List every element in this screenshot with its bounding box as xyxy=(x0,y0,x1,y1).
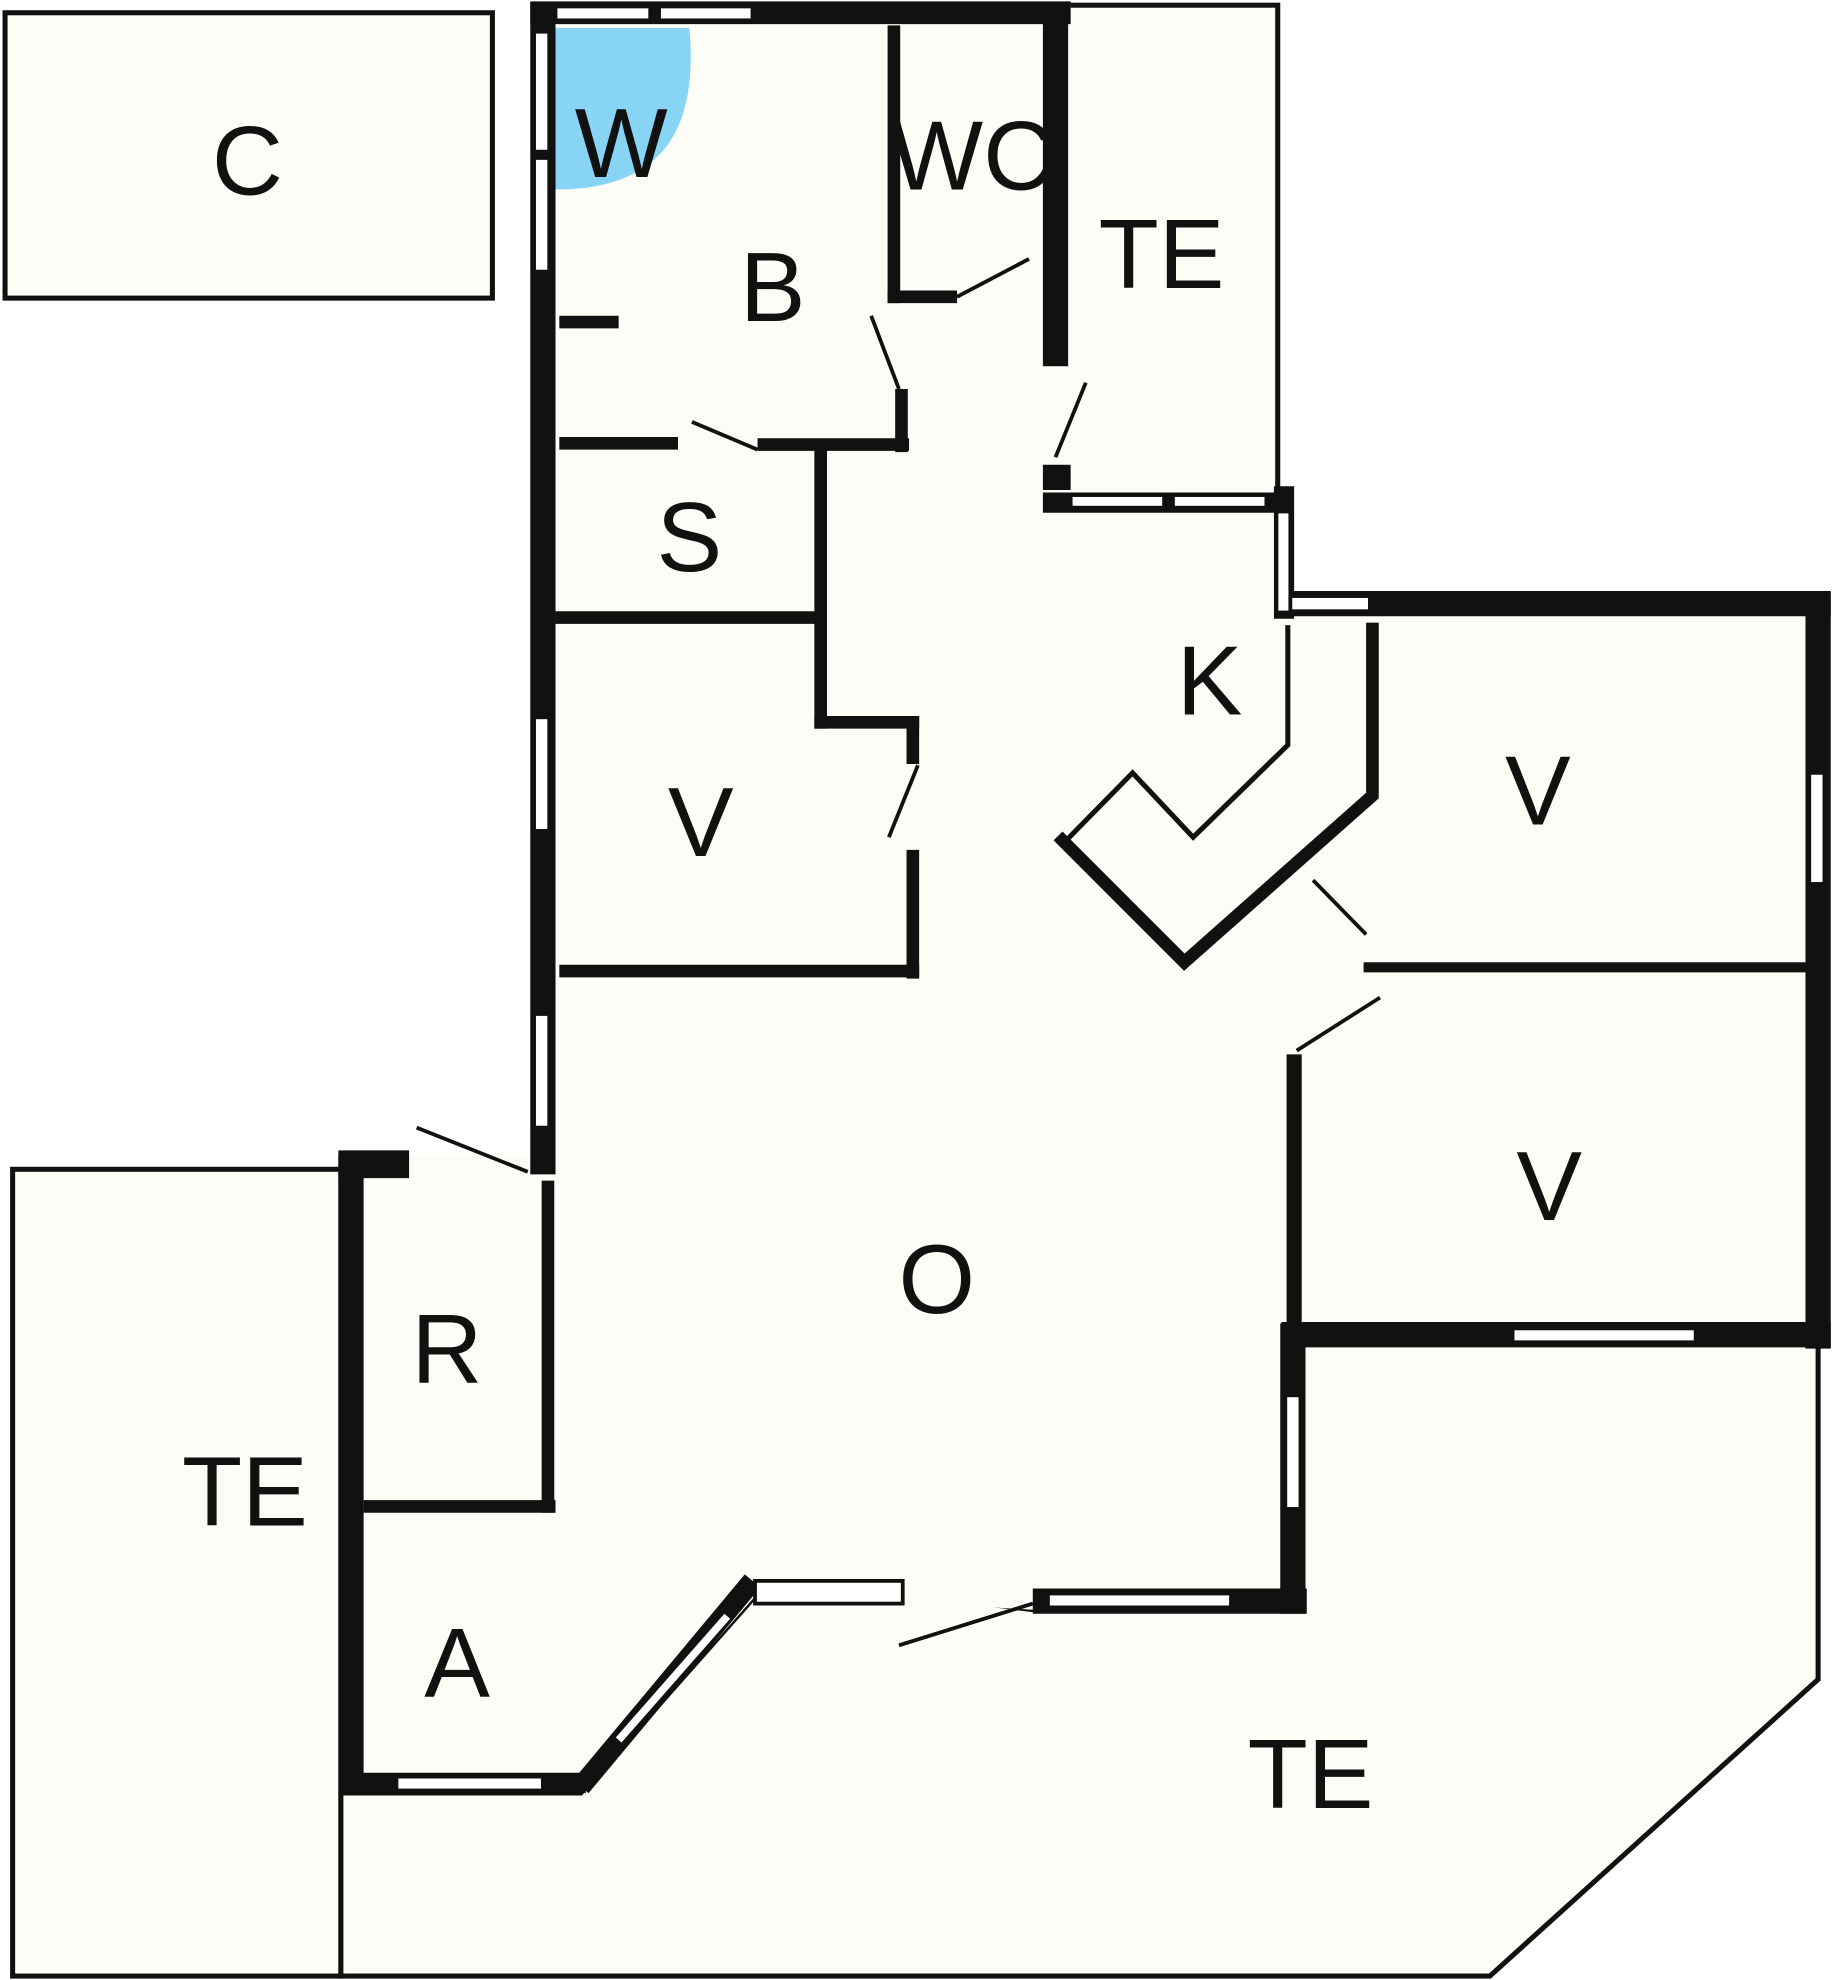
house-interior xyxy=(340,2,1819,1793)
room-label-w: W xyxy=(575,88,668,198)
room-label-k: K xyxy=(1177,626,1243,736)
room-label-te-bottom: TE xyxy=(1248,1719,1374,1829)
room-label-b: B xyxy=(740,232,806,342)
door-swings xyxy=(339,257,1382,1977)
windows xyxy=(394,4,1827,1793)
room-c-area xyxy=(2,10,495,301)
room-label-r: R xyxy=(411,1294,482,1404)
terrace-left-area xyxy=(10,1166,344,1979)
wet-area-shape xyxy=(555,27,691,190)
room-label-o: O xyxy=(899,1224,976,1334)
room-label-v-left: V xyxy=(668,767,734,877)
room-label-s: S xyxy=(657,482,723,592)
room-label-v-right-bottom: V xyxy=(1516,1131,1582,1241)
room-label-c: C xyxy=(212,106,283,216)
terrace-top-area xyxy=(1058,2,1281,508)
room-label-v-right-top: V xyxy=(1505,736,1571,846)
room-label-wc: WC xyxy=(890,101,1054,211)
room-label-a: A xyxy=(424,1608,490,1718)
room-label-te-top: TE xyxy=(1099,199,1225,309)
room-label-te-left: TE xyxy=(182,1436,308,1546)
